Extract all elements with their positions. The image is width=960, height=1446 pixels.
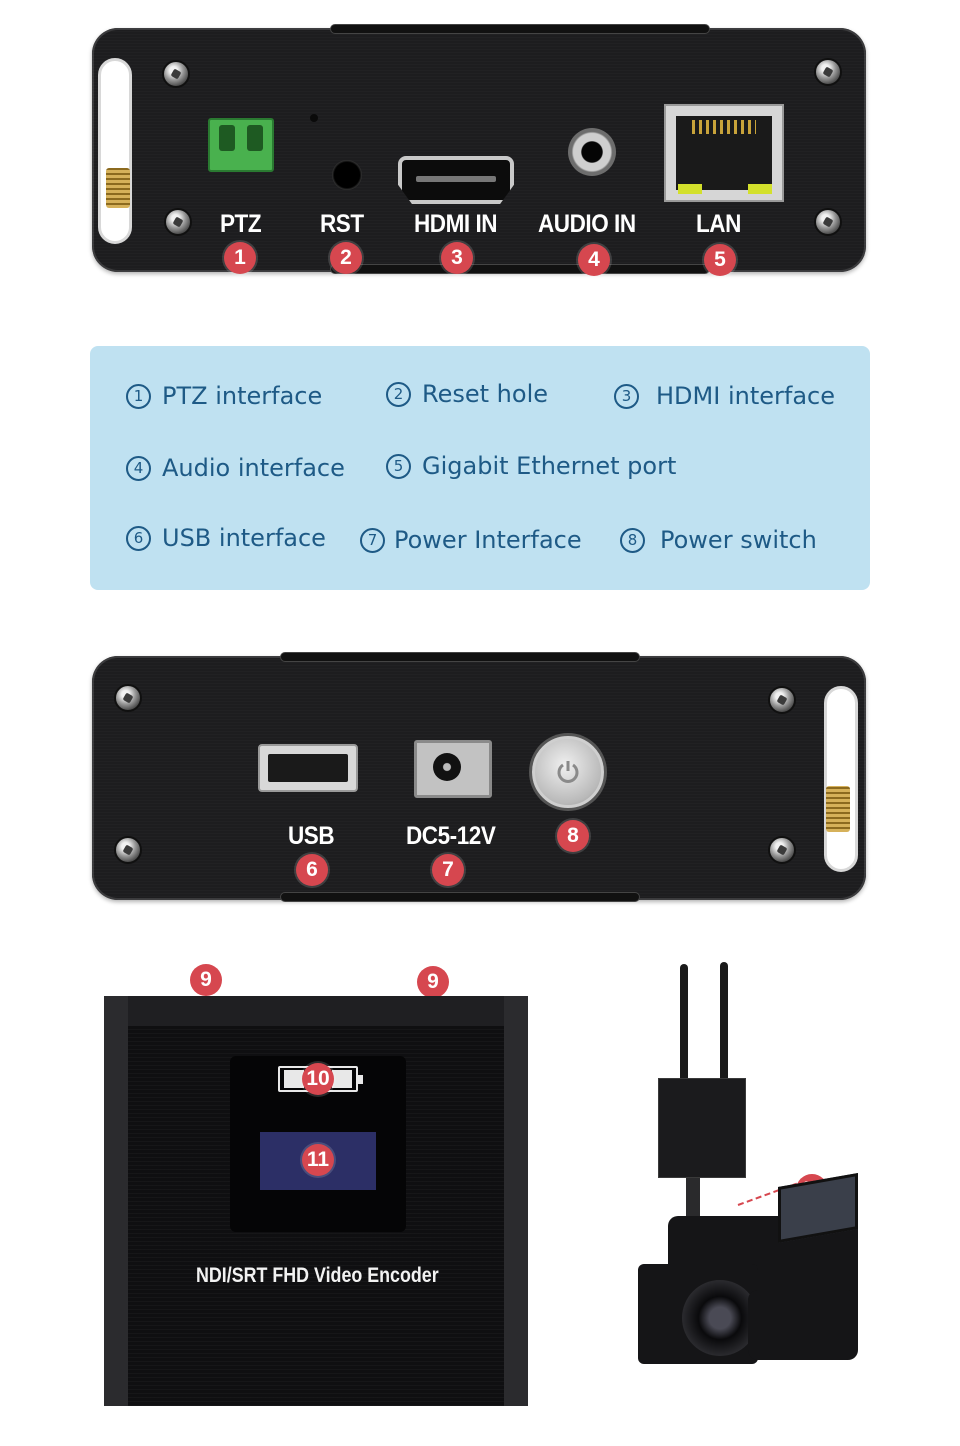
usb-port-icon: [258, 744, 358, 792]
marker-badge: 7: [432, 854, 464, 886]
rear-panel: PTZ RST HDMI IN AUDIO IN LAN 1 2 3 4 5: [92, 24, 866, 276]
marker-badge: 3: [441, 242, 473, 274]
port-label-usb: USB: [288, 822, 335, 850]
camera-mount-illustration: 12: [628, 960, 878, 1400]
antenna-icon: [680, 964, 688, 1086]
screw-icon: [814, 58, 842, 86]
bottom-rail: [330, 264, 710, 274]
dc-power-port-icon: [414, 740, 492, 798]
encoder-front: 10 11 NDI/SRT FHD Video Encoder: [104, 996, 528, 1406]
lan-port-icon: [664, 104, 784, 202]
screw-icon: [114, 684, 142, 712]
shoe-mount-icon: [686, 1178, 700, 1216]
port-label-ptz: PTZ: [220, 210, 262, 238]
marker-badge: 8: [557, 820, 589, 852]
screw-icon: [768, 836, 796, 864]
lens-icon: [682, 1280, 758, 1356]
mounting-slot: [824, 686, 858, 872]
port-label-dc: DC5-12V: [406, 822, 496, 850]
audio-jack-icon: [568, 128, 616, 176]
marker-badge: 2: [330, 242, 362, 274]
marker-badge: 10: [302, 1063, 334, 1095]
reset-hole-icon: [332, 160, 362, 190]
marker-badge: 1: [224, 242, 256, 274]
marker-badge: 6: [296, 854, 328, 886]
antenna-connector-icon: [106, 168, 130, 208]
screw-icon: [814, 208, 842, 236]
antenna-connector-icon: [826, 786, 850, 832]
marker-badge: 9: [190, 964, 222, 996]
product-name: NDI/SRT FHD Video Encoder: [196, 1264, 439, 1287]
port-label-lan: LAN: [696, 210, 741, 238]
front-top-edge: [104, 996, 528, 1026]
mounted-encoder-icon: [658, 1078, 746, 1178]
camcorder-grip: [748, 1290, 858, 1360]
bottom-rail: [280, 892, 640, 902]
screw-icon: [164, 208, 192, 236]
front-side-left: [104, 996, 128, 1406]
ptz-terminal-icon: [208, 118, 274, 172]
antenna-icon: [720, 962, 728, 1086]
screw-icon: [162, 60, 190, 88]
screw-icon: [114, 836, 142, 864]
marker-badge: 5: [704, 244, 736, 276]
top-rail: [330, 24, 710, 34]
port-label-hdmi-in: HDMI IN: [414, 210, 498, 238]
top-rail: [280, 652, 640, 662]
display-window: 10 11: [230, 1056, 406, 1232]
hdmi-port-icon: [398, 156, 514, 204]
marker-badge: 9: [417, 966, 449, 998]
marker-badge: 4: [578, 244, 610, 276]
power-switch-icon: [532, 736, 604, 808]
port-label-rst: RST: [320, 210, 364, 238]
mounting-slot: [98, 58, 132, 244]
port-label-audio-in: AUDIO IN: [538, 210, 636, 238]
front-side-right: [504, 996, 528, 1406]
indicator-dot: [310, 114, 318, 122]
screw-icon: [768, 686, 796, 714]
marker-badge: 11: [302, 1144, 334, 1176]
front-panel: USB DC5-12V 6 7 8: [92, 652, 866, 902]
